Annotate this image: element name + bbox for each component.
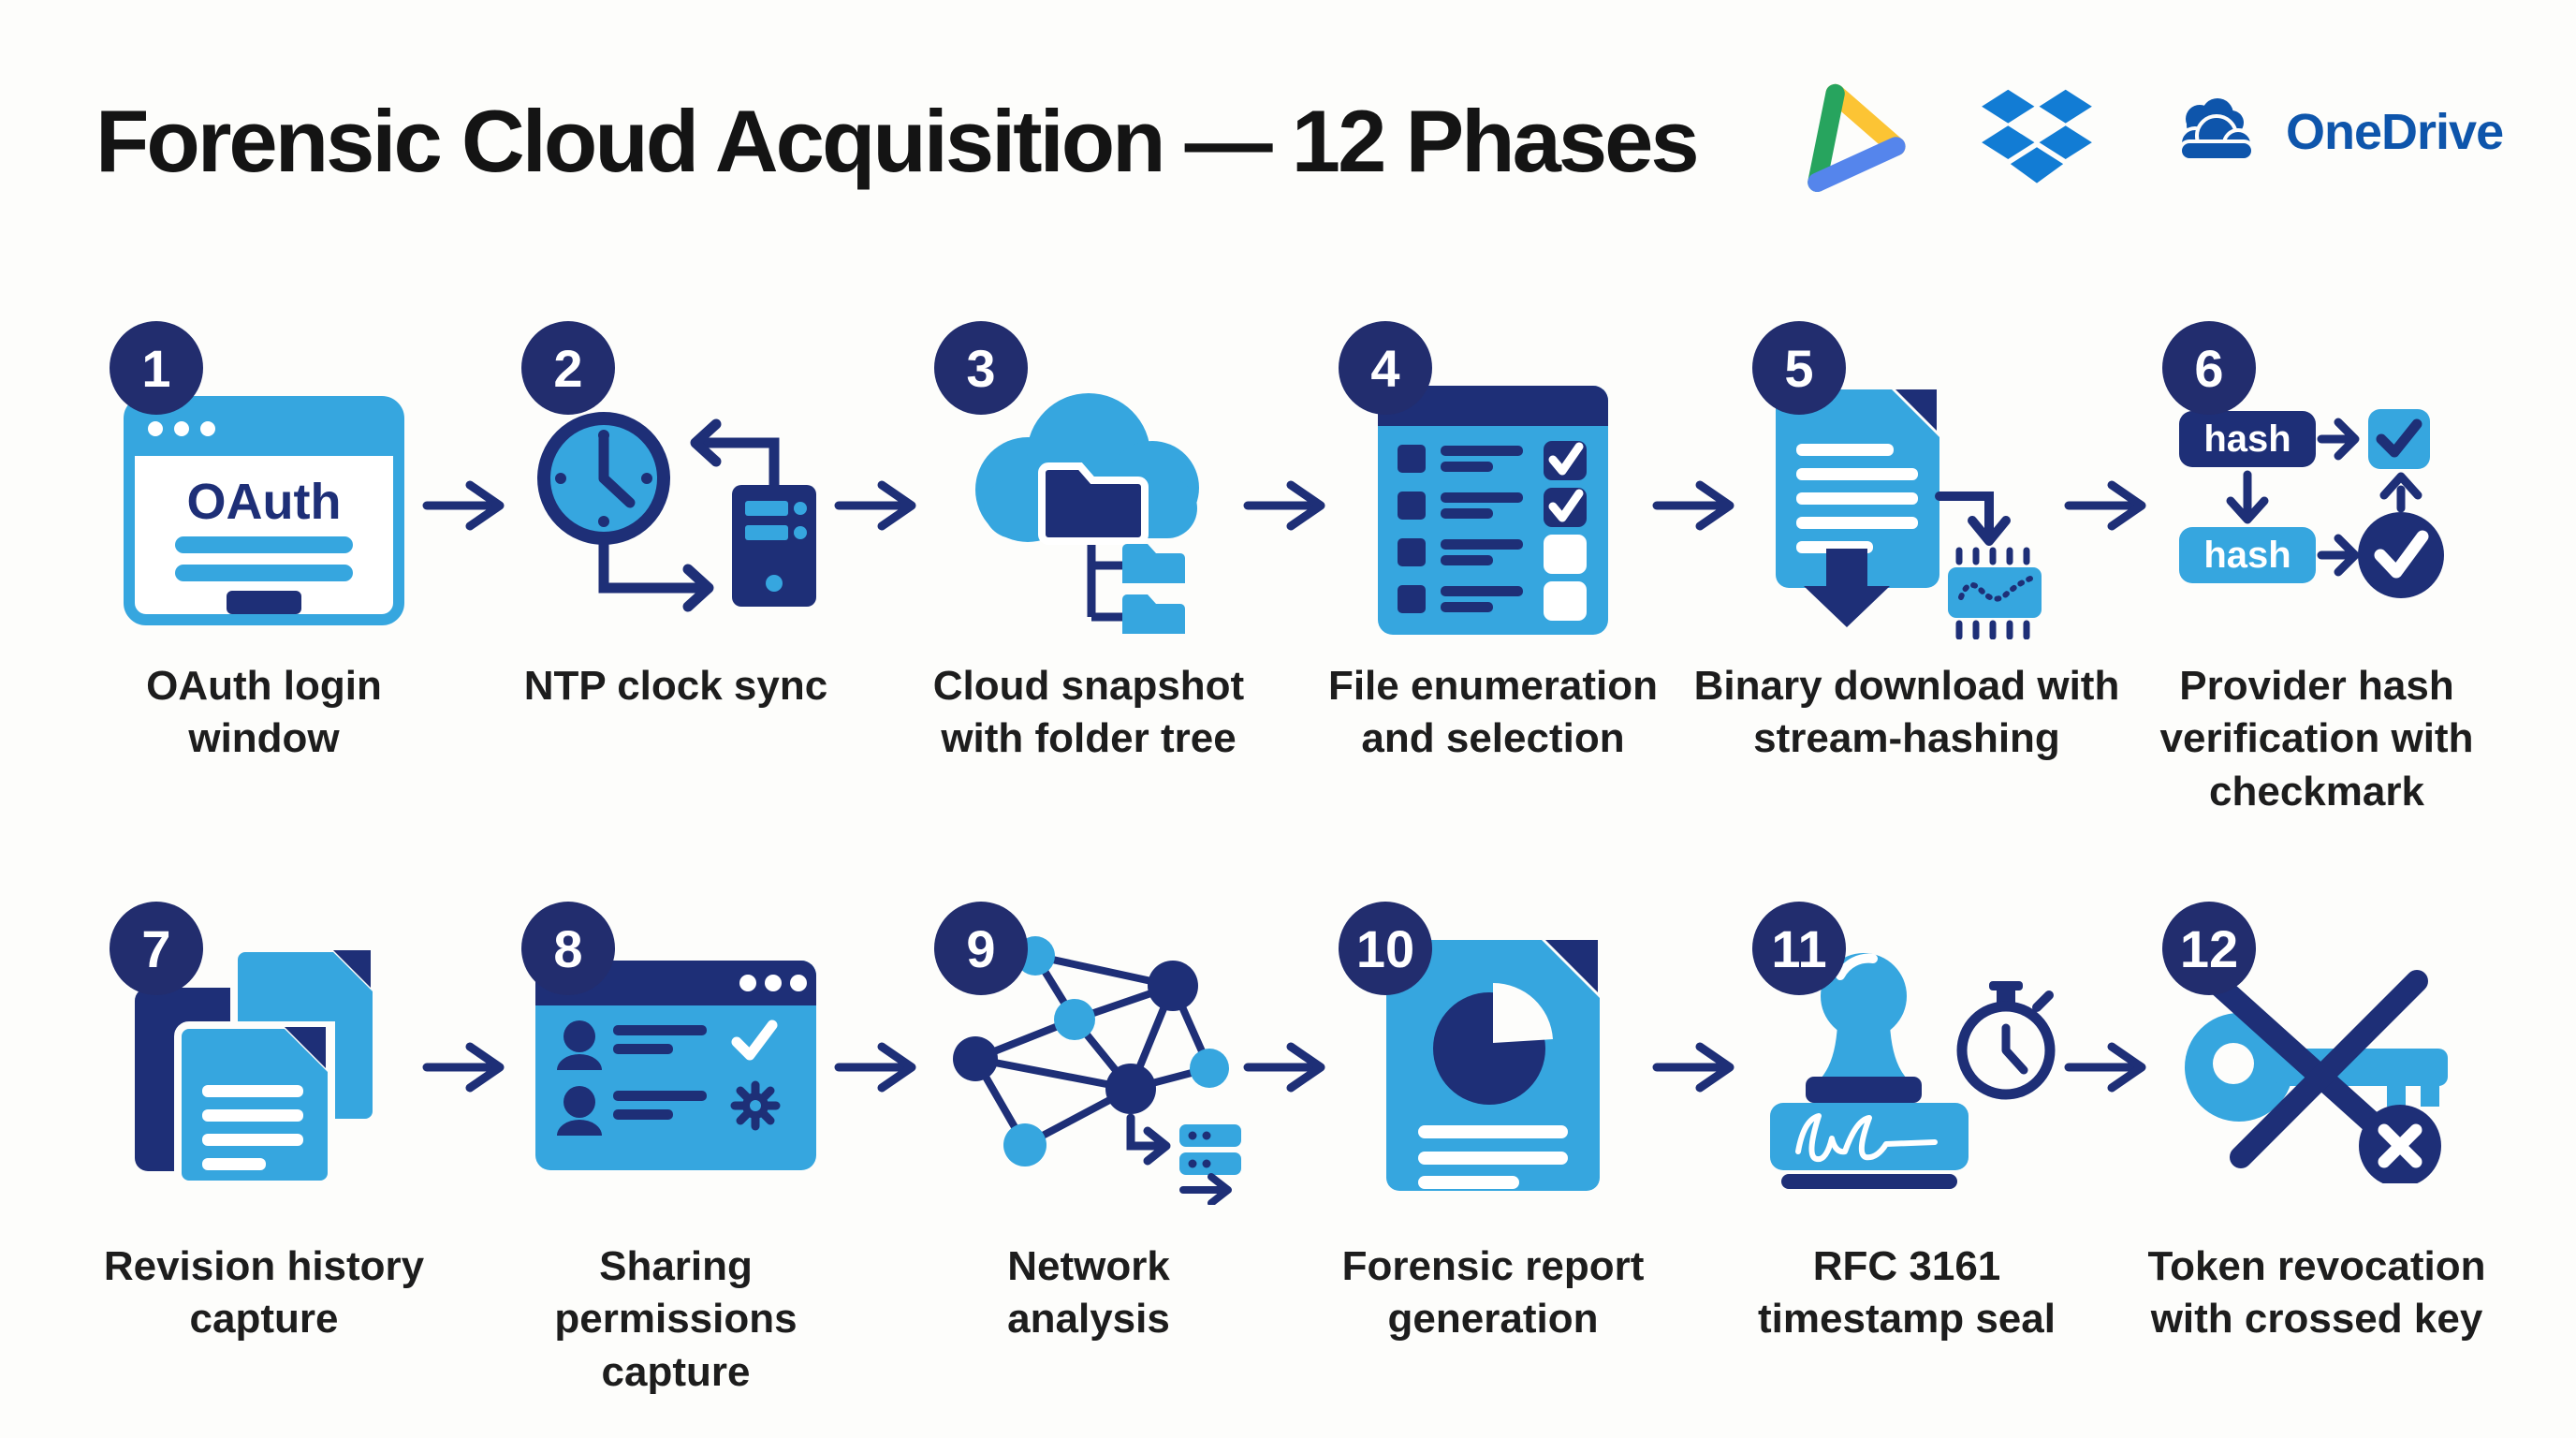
phase-5: 5 [1694, 321, 2119, 902]
phase-number-badge: 3 [934, 321, 1028, 415]
phase-label: Sharing permissions capture [554, 1243, 798, 1395]
phase-label: Binary download with stream-hashing [1693, 663, 2120, 762]
phase-4: 4 File enumeration and selection [1287, 321, 1699, 902]
phase-label: NTP clock sync [523, 663, 828, 709]
phase-number-badge: 8 [521, 902, 615, 995]
phase-number: 12 [2179, 918, 2239, 978]
phase-label: Token revocation with crossed key [2147, 1243, 2486, 1343]
oauth-window-icon: OAuth [58, 370, 470, 651]
crossed-key-icon [2111, 925, 2523, 1206]
phase-9: 9 [883, 902, 1295, 1438]
onedrive-cloud-icon [2164, 94, 2276, 170]
page-title: Forensic Cloud Acquisition — 12 Phases [95, 92, 1700, 190]
phase-number: 8 [553, 918, 583, 978]
flow-arrow-icon [1242, 1037, 1339, 1097]
phase-number-badge: 4 [1339, 321, 1432, 415]
phase-number: 9 [966, 918, 996, 978]
phase-label: Forensic report generation [1341, 1243, 1645, 1343]
flow-arrow-icon [421, 476, 519, 536]
rubber-stamp-stopwatch-icon [1701, 925, 2113, 1206]
phase-label: Revision history capture [103, 1243, 425, 1343]
phase-number: 3 [966, 338, 996, 398]
stacked-documents-icon [58, 925, 470, 1206]
phase-2: 2 NTP clock sync [470, 321, 882, 902]
phase-7: 7 Revision history capture [58, 902, 470, 1438]
phase-11: 11 RFC 3161 timestamp seal [1701, 902, 2113, 1438]
hash-compare-check-icon: hash hash [2111, 370, 2523, 651]
phase-label: OAuth login window [146, 663, 382, 762]
report-piechart-document-icon [1287, 925, 1699, 1206]
phase-12: 12 Token revocation with crossed key [2111, 902, 2523, 1438]
onedrive-label: OneDrive [2286, 104, 2504, 160]
google-drive-icon [1793, 82, 1916, 195]
phase-number-badge: 5 [1752, 321, 1846, 415]
phase-number-badge: 10 [1339, 902, 1432, 995]
phase-8: 8 Sharing permis [470, 902, 882, 1438]
phase-number-badge: 12 [2162, 902, 2256, 995]
phase-label: Network analysis [1007, 1243, 1170, 1343]
phase-number-badge: 1 [110, 321, 203, 415]
phase-number-badge: 7 [110, 902, 203, 995]
phase-number-badge: 2 [521, 321, 615, 415]
phase-label: File enumeration and selection [1327, 663, 1659, 762]
phase-label: RFC 3161 timestamp seal [1758, 1243, 2056, 1343]
cloud-folder-tree-icon [883, 370, 1295, 651]
clock-server-sync-icon [470, 370, 882, 651]
flow-arrow-icon [2063, 1037, 2160, 1097]
hash-top-text: hash [2203, 418, 2291, 460]
flow-arrow-icon [833, 1037, 930, 1097]
phase-number-badge: 6 [2162, 321, 2256, 415]
phase-number: 11 [1771, 918, 1827, 978]
phase-1: 1 OAuth OAuth login window [58, 321, 470, 902]
flow-arrow-icon [421, 1037, 519, 1097]
onedrive-logo: OneDrive [2164, 94, 2504, 170]
phase-6: 6 hash hash Provider hash veri [2111, 321, 2523, 902]
file-checklist-icon [1287, 370, 1699, 651]
phase-number: 5 [1784, 338, 1814, 398]
phase-number: 4 [1370, 338, 1400, 398]
dropbox-icon [1977, 79, 2097, 197]
phase-number: 6 [2194, 338, 2224, 398]
oauth-text: OAuth [187, 474, 342, 530]
phase-number: 10 [1355, 918, 1415, 978]
phase-label: Provider hash verification with checkmar… [2159, 663, 2474, 814]
network-graph-icon [883, 925, 1295, 1206]
hash-bottom-text: hash [2203, 535, 2291, 576]
flow-arrow-icon [1651, 1037, 1749, 1097]
document-download-chip-icon [1701, 370, 2113, 651]
phase-number-badge: 9 [934, 902, 1028, 995]
phase-3: 3 Cloud snapshot with folder tree [883, 321, 1295, 902]
flow-arrow-icon [1651, 476, 1749, 536]
phase-10: 10 Forensic report generation [1287, 902, 1699, 1438]
phase-number: 7 [141, 918, 171, 978]
phase-number-badge: 11 [1752, 902, 1846, 995]
phase-number: 1 [141, 338, 171, 398]
flow-arrow-icon [833, 476, 930, 536]
flow-arrow-icon [2063, 476, 2160, 536]
flow-arrow-icon [1242, 476, 1339, 536]
phase-number: 2 [553, 338, 583, 398]
phase-label: Cloud snapshot with folder tree [932, 663, 1245, 762]
